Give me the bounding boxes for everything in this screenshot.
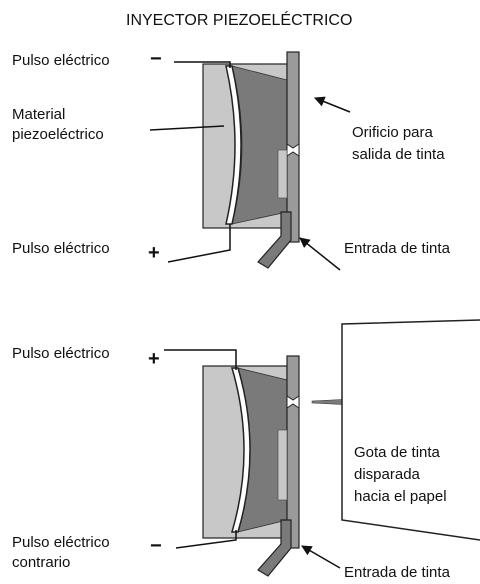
drop-label-1: Gota de tinta xyxy=(354,444,440,461)
bottom-injector xyxy=(164,319,480,577)
top-ink-inlet-label: Entrada de tinta xyxy=(344,240,450,257)
bottom-nozzle-plate xyxy=(286,355,300,549)
top-orifice-label-2: salida de tinta xyxy=(352,146,445,163)
top-pulse-positive-label: Pulso eléctrico xyxy=(12,240,110,257)
negative-sign-2: − xyxy=(150,535,162,557)
bottom-piezo-material xyxy=(230,367,251,533)
positive-sign: + xyxy=(148,242,160,264)
top-orifice-label-1: Orificio para xyxy=(352,124,433,141)
bottom-ink-inlet-label: Entrada de tinta xyxy=(344,564,450,581)
bottom-pulse-positive-label: Pulso eléctrico xyxy=(12,345,110,362)
bottom-pulse-reverse-label-1: Pulso eléctrico xyxy=(12,534,110,551)
drop-label-3: hacia el papel xyxy=(354,488,447,505)
negative-sign: − xyxy=(150,48,162,70)
top-piezo-label-1: Material xyxy=(12,106,66,123)
drop-label-2: disparada xyxy=(354,466,420,483)
paper-sheet xyxy=(341,319,480,541)
top-ink-inlet xyxy=(257,211,292,269)
top-injector xyxy=(149,51,351,271)
bottom-pulse-reverse-label-2: contrario xyxy=(12,554,71,571)
top-piezo-material xyxy=(225,65,242,225)
positive-sign-2: + xyxy=(148,348,160,370)
diagram-title: INYECTOR PIEZOELÉCTRICO xyxy=(126,12,353,29)
top-pulse-negative-label: Pulso eléctrico xyxy=(12,52,110,69)
top-piezo-label-2: piezoeléctrico xyxy=(12,126,104,143)
bottom-ink-inlet xyxy=(257,519,292,577)
bottom-orifice xyxy=(286,395,300,409)
